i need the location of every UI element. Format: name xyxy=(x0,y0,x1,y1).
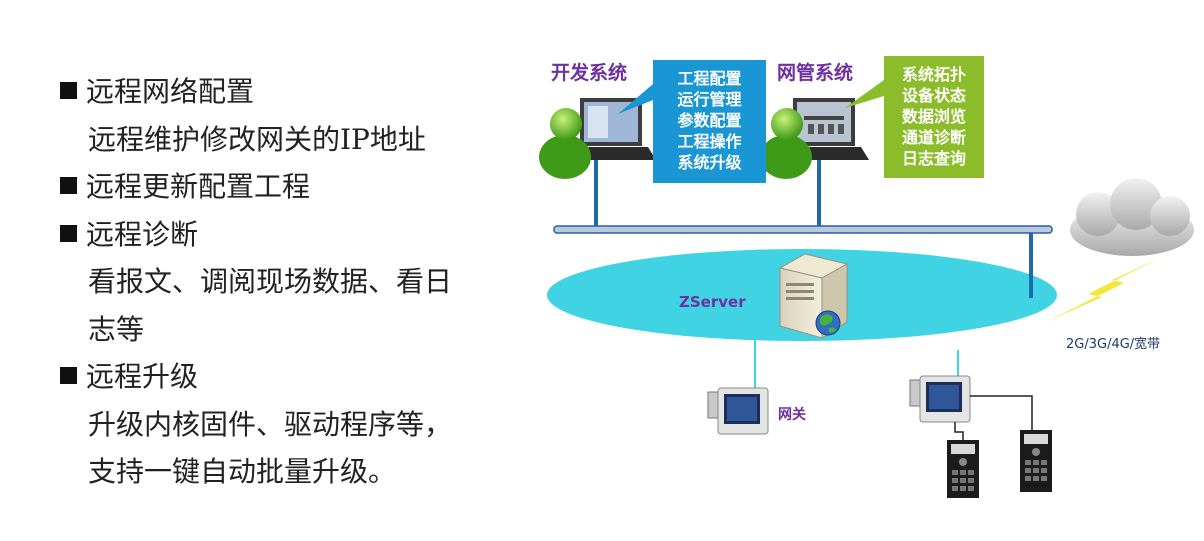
dev-user-icon xyxy=(539,108,591,179)
cloud-icon xyxy=(1070,178,1194,256)
list-item: 支持一键自动批量升级。 xyxy=(88,455,397,488)
dev-laptop-icon xyxy=(567,98,656,160)
list-item: 升级内核固件、驱动程序等， xyxy=(88,407,453,441)
gateway-device-icon xyxy=(707,387,769,435)
dev-function-item: 工程配置 xyxy=(677,69,742,88)
meter2-link xyxy=(970,395,1033,430)
bus-drop-dev xyxy=(594,160,598,227)
bus-drop-nms xyxy=(817,160,821,227)
gateway2-link xyxy=(957,350,959,380)
nms-function-item: 通道诊断 xyxy=(901,128,966,147)
list-item: 志等 xyxy=(88,312,145,346)
list-item: 远程诊断 xyxy=(60,211,520,259)
zserver-label: ZServer xyxy=(679,293,746,311)
list-item: 看报文、调阅现场数据、看日 xyxy=(88,265,453,298)
dev-system-title: 开发系统 xyxy=(551,62,628,84)
globe-icon xyxy=(815,310,841,336)
dev-functions: 工程配置 运行管理 参数配置 工程操作 系统升级 xyxy=(653,68,766,173)
nms-function-item: 数据浏览 xyxy=(901,107,966,126)
nms-function-item: 日志查询 xyxy=(901,149,966,168)
square-bullet-icon xyxy=(60,177,77,194)
square-bullet-icon xyxy=(60,367,77,384)
meter1-link xyxy=(954,422,964,440)
list-item: 远程升级 xyxy=(60,353,520,401)
network-bus xyxy=(553,225,1053,234)
field-gateway-device-icon xyxy=(909,375,971,423)
lightning-icon xyxy=(1046,258,1160,322)
wireless-label: 2G/3G/4G/宽带 xyxy=(1066,337,1161,352)
dev-function-item: 系统升级 xyxy=(677,153,742,172)
list-item: 远程网络配置 xyxy=(60,68,520,116)
meter-device-icon xyxy=(947,440,979,498)
nms-function-item: 系统拓扑 xyxy=(901,65,966,84)
bus-drop-wan xyxy=(1029,232,1033,298)
dev-function-item: 运行管理 xyxy=(677,90,742,109)
nms-user-icon xyxy=(760,108,812,179)
dev-function-item: 参数配置 xyxy=(677,111,742,130)
nms-system-title: 网管系统 xyxy=(777,62,854,84)
dev-function-item: 工程操作 xyxy=(677,132,742,151)
nms-laptop-icon xyxy=(780,98,869,160)
feature-list: 远程网络配置 远程维护修改网关的IP地址 远程更新配置工程 远程诊断 看报文、调… xyxy=(60,68,520,496)
nms-callout-box xyxy=(845,56,984,178)
square-bullet-icon xyxy=(60,224,77,242)
dev-callout-box xyxy=(618,60,766,183)
nms-functions: 系统拓扑 设备状态 数据浏览 通道诊断 日志查询 xyxy=(884,64,984,169)
list-item: 远程维护修改网关的IP地址 xyxy=(88,122,426,156)
gateway-label: 网关 xyxy=(778,407,806,423)
nms-function-item: 设备状态 xyxy=(901,86,966,105)
list-item: 远程更新配置工程 xyxy=(60,163,520,211)
square-bullet-icon xyxy=(60,82,77,99)
meter-device-icon xyxy=(1020,430,1052,492)
gateway-link xyxy=(754,340,756,392)
